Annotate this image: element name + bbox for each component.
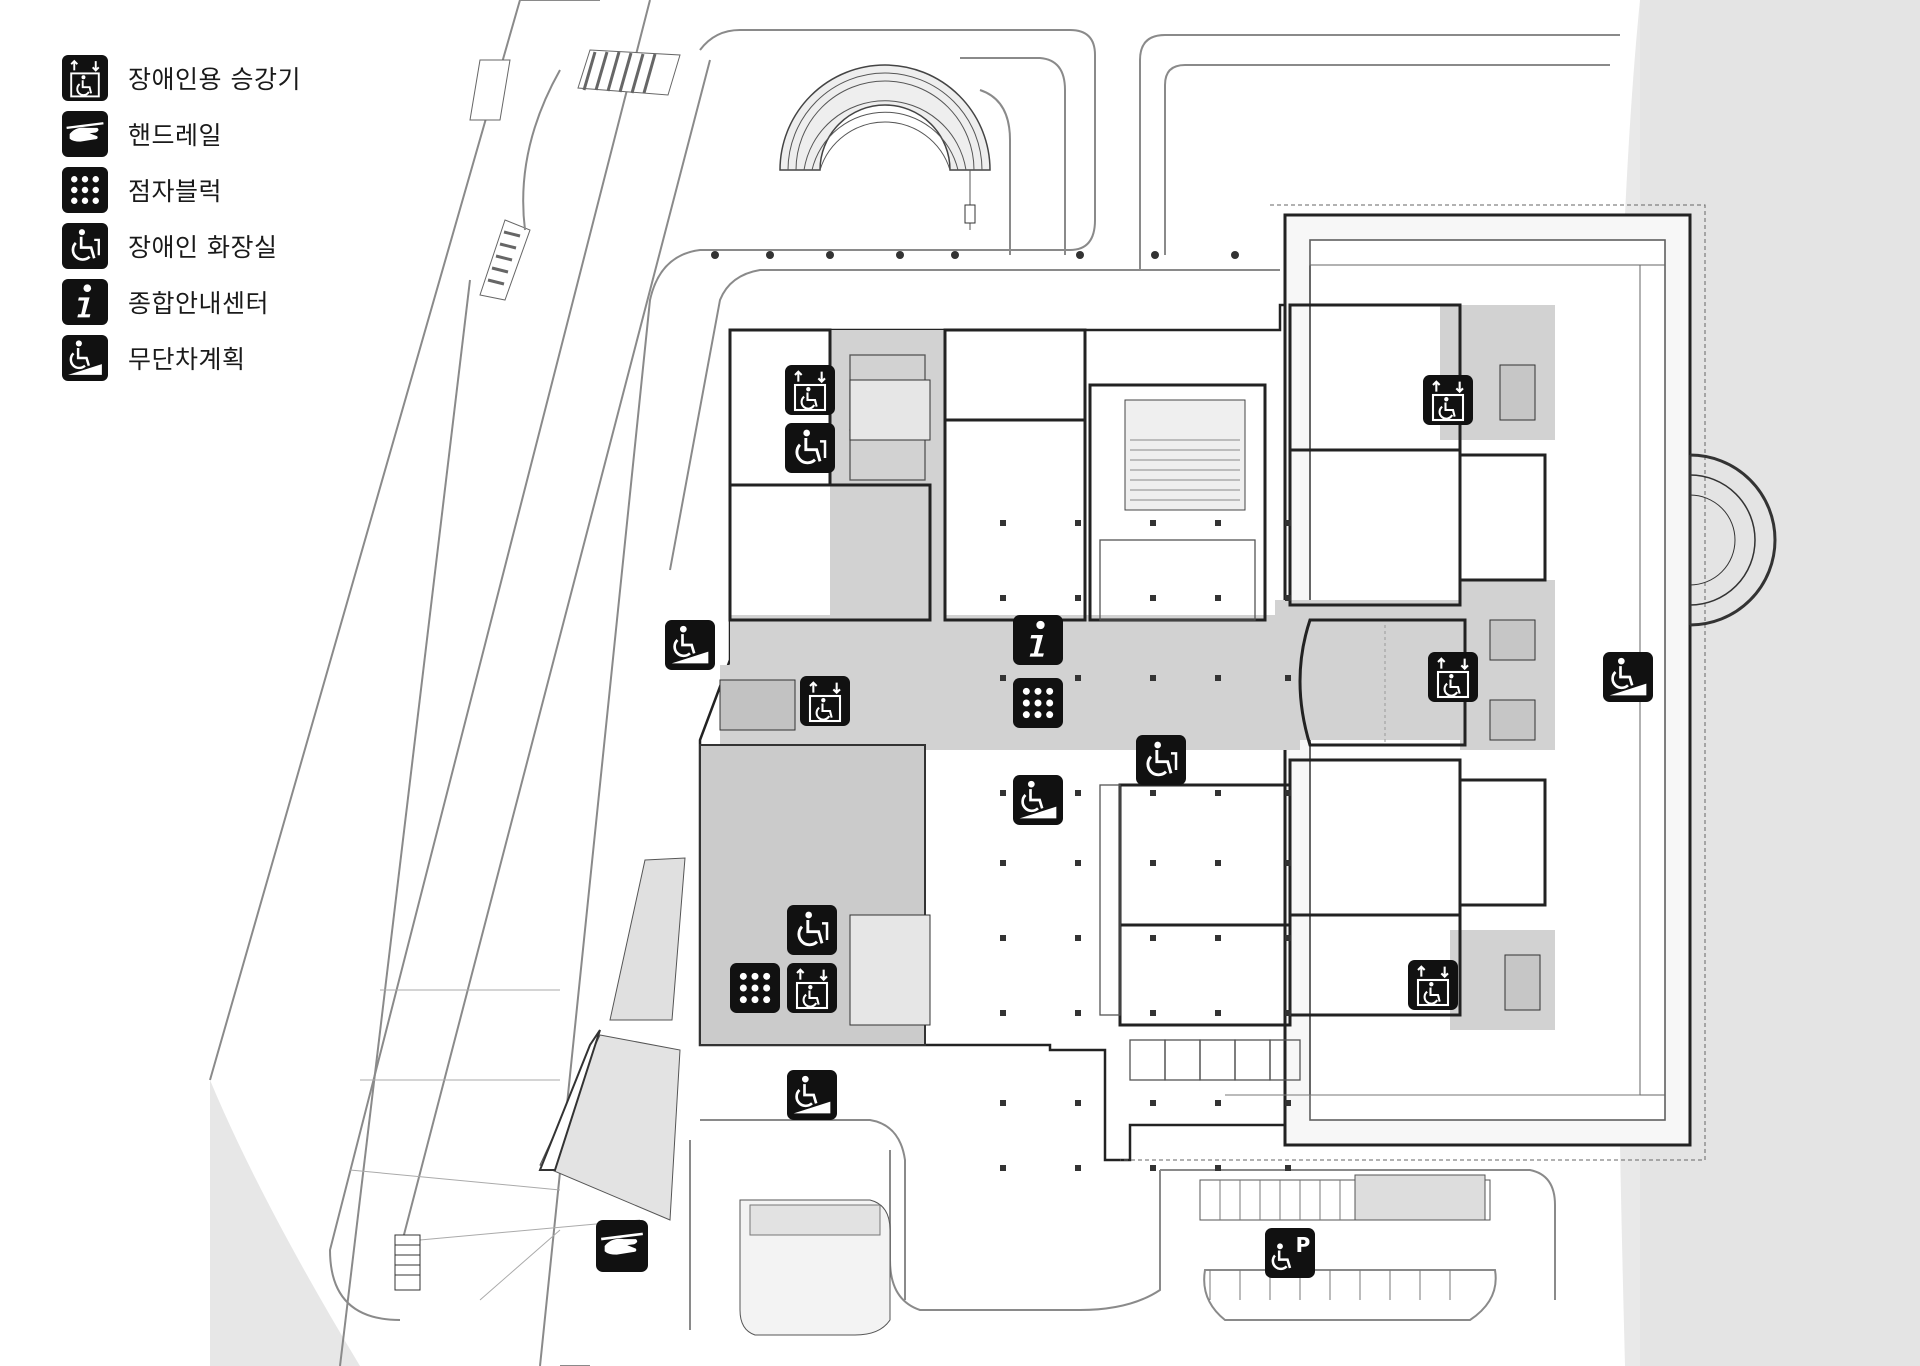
column-marker	[1215, 1010, 1221, 1016]
site-roads	[539, 29, 1620, 1366]
column-marker	[1150, 1100, 1156, 1106]
site-plaza	[349, 857, 1491, 1336]
column-marker	[1000, 520, 1006, 526]
column-marker	[1215, 595, 1221, 601]
column-marker	[1075, 1100, 1081, 1106]
column-marker	[1215, 1100, 1221, 1106]
crosswalk	[469, 49, 681, 301]
tactile-block-icon	[730, 963, 780, 1013]
legend-label: 장애인용 승강기	[128, 65, 301, 94]
info-icon	[62, 279, 108, 325]
column-marker	[1075, 860, 1081, 866]
accessible-toilet-icon	[785, 423, 835, 473]
column-marker	[1000, 675, 1006, 681]
ramp-icon	[665, 620, 715, 670]
ramp-icon	[62, 335, 108, 381]
column-marker	[1215, 790, 1221, 796]
legend-item-info: 종합안내센터	[62, 274, 301, 330]
bollard-marker	[1076, 251, 1084, 259]
elevator-icon	[800, 676, 850, 726]
handrail-icon	[596, 1220, 648, 1272]
legend-item-handrail: 핸드레일	[62, 106, 301, 162]
column-marker	[1285, 520, 1291, 526]
elevator-icon	[1423, 375, 1473, 425]
column-marker	[1215, 675, 1221, 681]
column-marker	[1000, 1100, 1006, 1106]
column-marker	[1215, 520, 1221, 526]
column-marker	[1285, 595, 1291, 601]
handrail-icon	[62, 111, 108, 157]
column-marker	[1285, 935, 1291, 941]
column-marker	[1150, 935, 1156, 941]
elevator-icon	[62, 55, 108, 101]
accessible-toilet-icon	[62, 223, 108, 269]
plan-markers: P	[596, 365, 1653, 1278]
column-marker	[1285, 1010, 1291, 1016]
bollard-marker	[711, 251, 719, 259]
column-marker	[1000, 860, 1006, 866]
column-marker	[1000, 935, 1006, 941]
column-marker	[1285, 1165, 1291, 1171]
legend: 장애인용 승강기 핸드레일 점자블럭 장애인 화장실 종합안내센터 무단차계획	[62, 50, 301, 386]
bollard-marker	[826, 251, 834, 259]
info-icon	[1013, 615, 1063, 665]
ramp-icon	[1013, 775, 1063, 825]
column-marker	[1075, 675, 1081, 681]
accessible-toilet-icon	[1136, 735, 1186, 785]
column-marker	[1285, 675, 1291, 681]
tactile-block-icon	[1013, 678, 1063, 728]
amphitheater	[779, 64, 991, 230]
column-marker	[1000, 790, 1006, 796]
column-marker	[1150, 860, 1156, 866]
column-marker	[1150, 520, 1156, 526]
bollard-marker	[951, 251, 959, 259]
elevator-icon	[1408, 960, 1458, 1010]
elevator-icon	[1428, 652, 1478, 702]
column-marker	[1285, 790, 1291, 796]
ramp-icon	[787, 1070, 837, 1120]
column-marker	[1150, 1165, 1156, 1171]
column-marker	[1285, 860, 1291, 866]
legend-item-elevator: 장애인용 승강기	[62, 50, 301, 106]
tactile-block-icon	[62, 167, 108, 213]
bollard-marker	[1151, 251, 1159, 259]
elevator-icon	[785, 365, 835, 415]
column-marker	[1215, 935, 1221, 941]
column-marker	[1150, 675, 1156, 681]
column-marker	[1215, 860, 1221, 866]
column-marker	[1150, 790, 1156, 796]
ramp-icon	[1603, 652, 1653, 702]
legend-label: 핸드레일	[128, 121, 223, 150]
legend-label: 점자블럭	[128, 177, 223, 206]
column-marker	[1150, 595, 1156, 601]
column-marker	[1000, 1010, 1006, 1016]
column-marker	[1075, 595, 1081, 601]
column-marker	[1150, 1010, 1156, 1016]
column-marker	[1075, 790, 1081, 796]
column-marker	[1215, 1165, 1221, 1171]
accessible-toilet-icon	[787, 905, 837, 955]
legend-item-tactile: 점자블럭	[62, 162, 301, 218]
elevator-icon	[787, 963, 837, 1013]
legend-item-ramp: 무단차계획	[62, 330, 301, 386]
column-marker	[1075, 520, 1081, 526]
column-marker	[1000, 595, 1006, 601]
column-marker	[1000, 1165, 1006, 1171]
legend-label: 무단차계획	[128, 345, 246, 374]
columns	[711, 251, 1291, 1171]
legend-item-toilet: 장애인 화장실	[62, 218, 301, 274]
bollard-marker	[1231, 251, 1239, 259]
column-marker	[1075, 1010, 1081, 1016]
column-marker	[1075, 1165, 1081, 1171]
column-marker	[1075, 935, 1081, 941]
column-marker	[1285, 1100, 1291, 1106]
parking-letter: P	[1296, 1233, 1311, 1257]
bollard-marker	[766, 251, 774, 259]
legend-label: 장애인 화장실	[128, 233, 278, 262]
bollard-marker	[896, 251, 904, 259]
legend-label: 종합안내센터	[128, 289, 270, 318]
